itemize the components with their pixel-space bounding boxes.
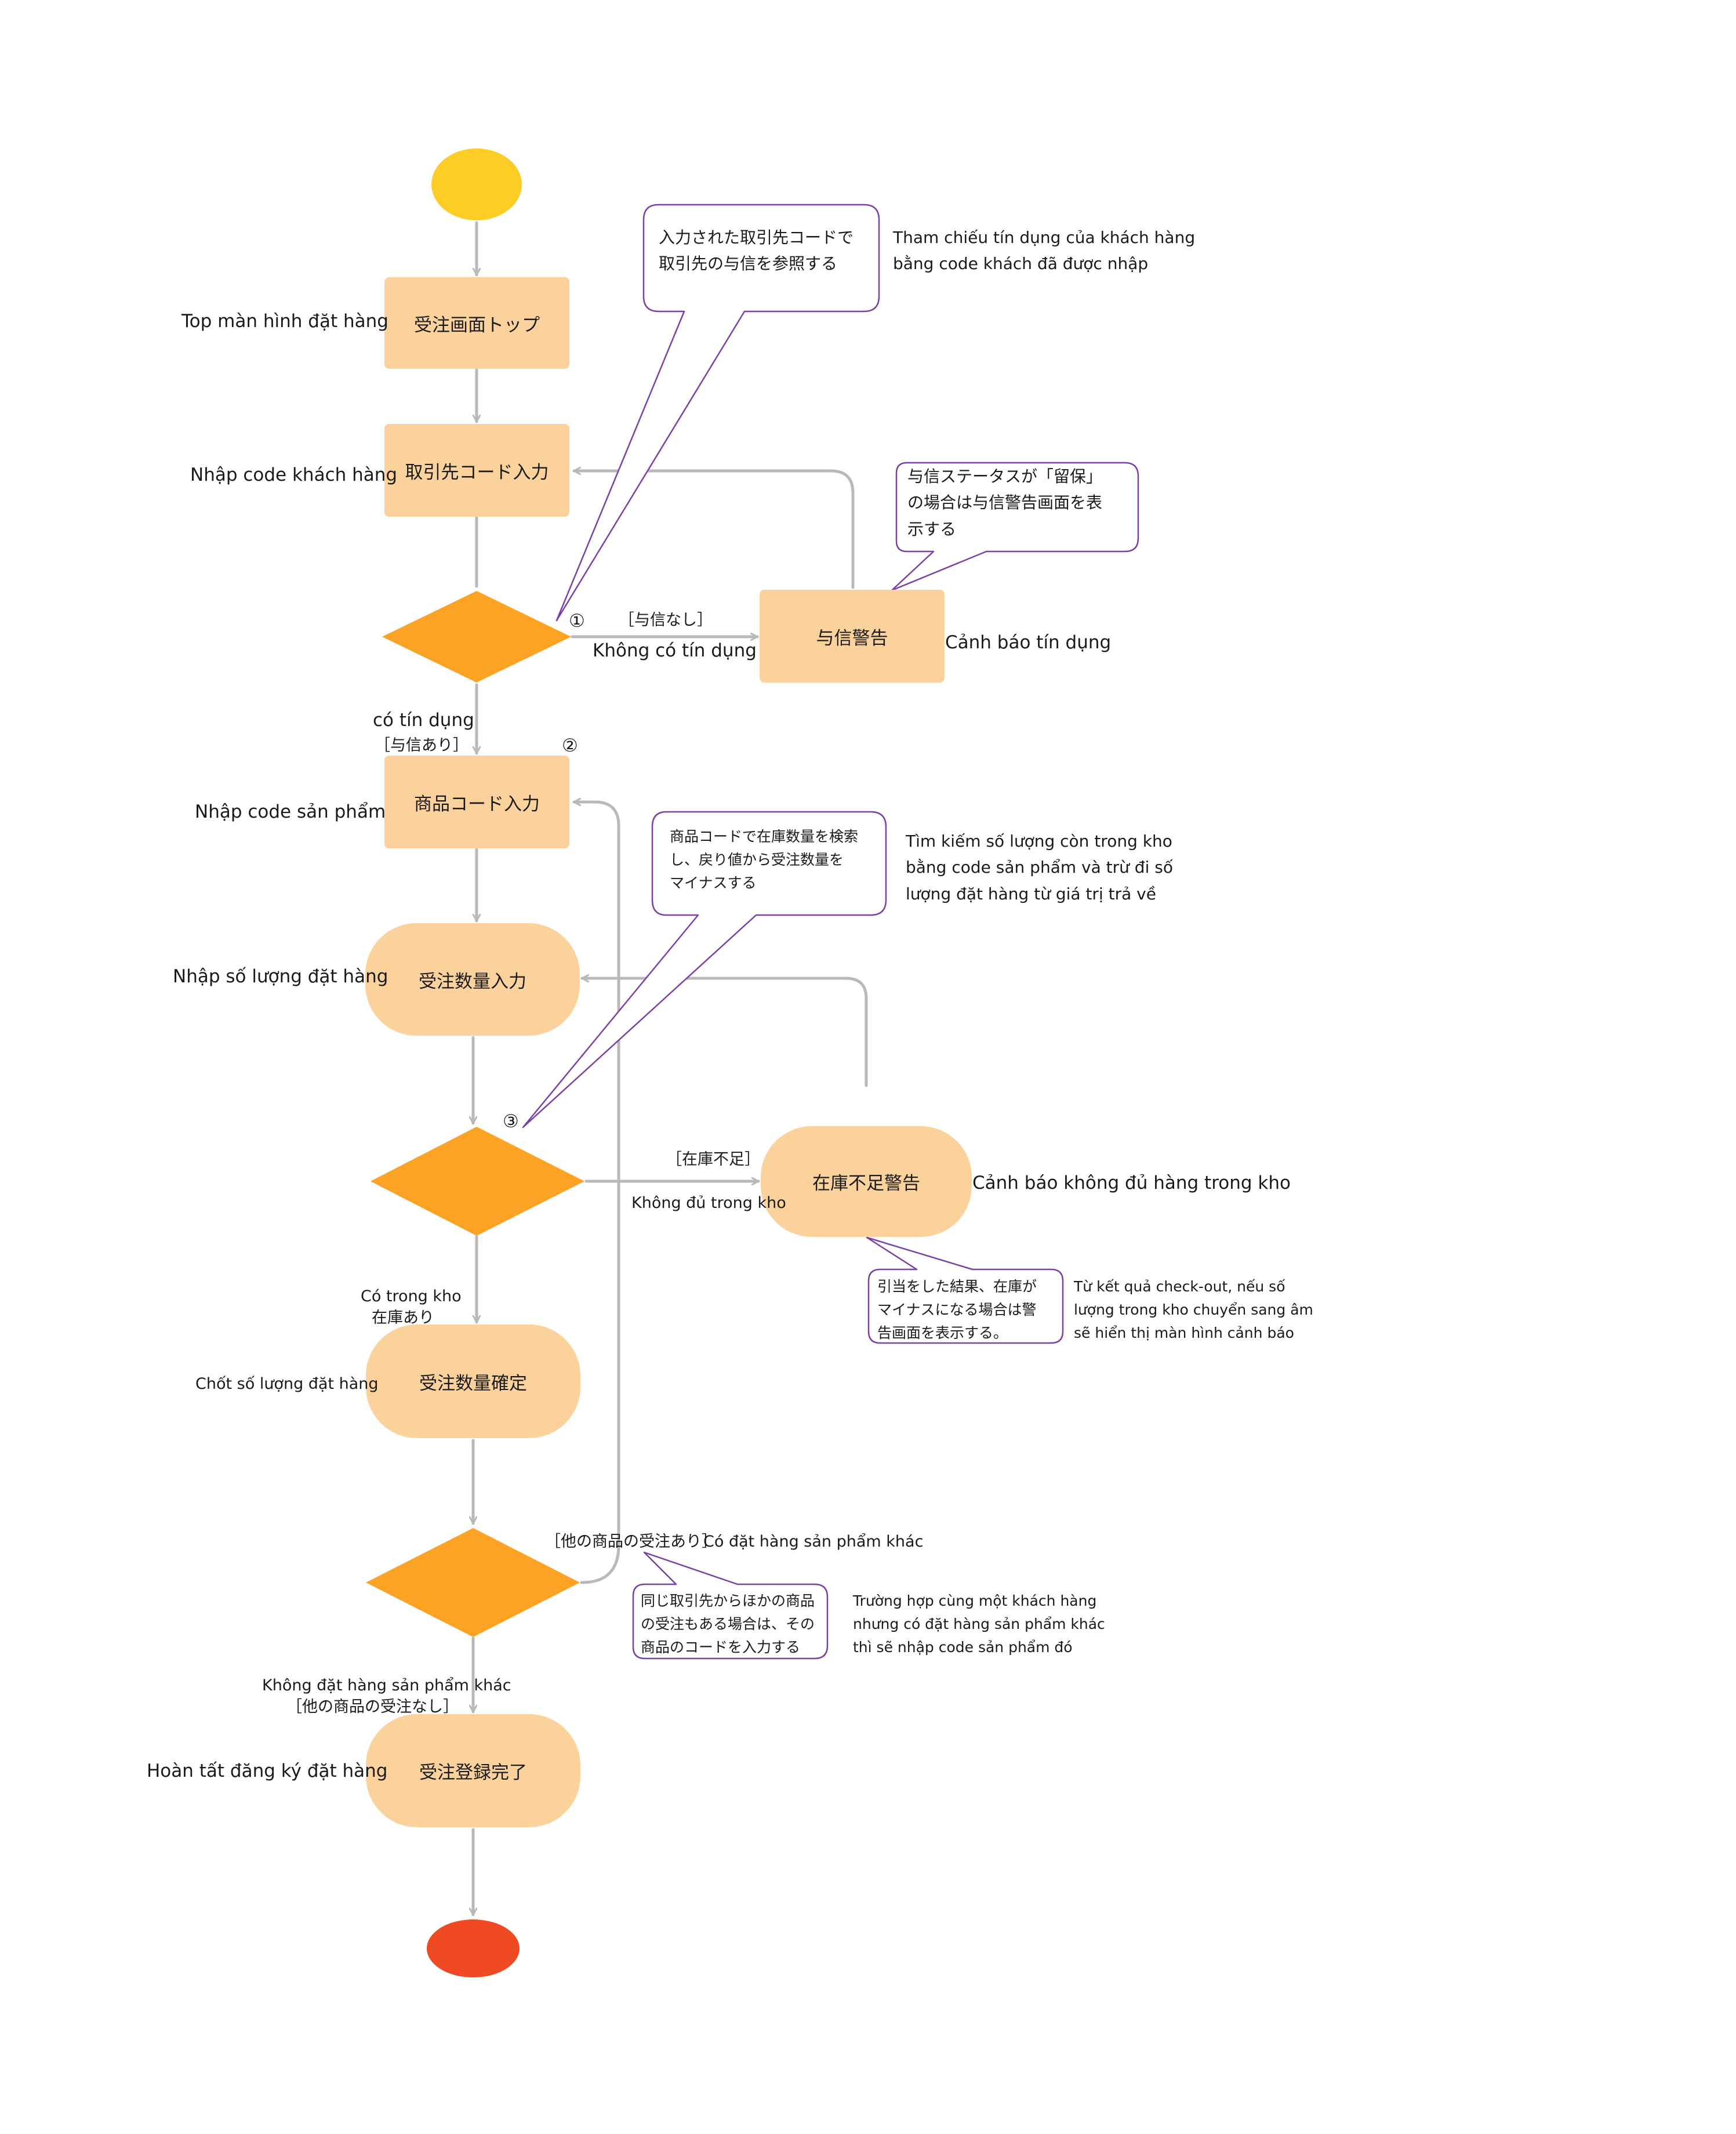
marker-two: ②: [562, 735, 578, 756]
edge-credit-warning-back: [572, 471, 855, 589]
stock-warning-label: Cảnh báo không đủ hàng trong kho: [972, 1173, 1291, 1193]
guard-out-of-stock-jp: ［在庫不足］: [666, 1151, 760, 1168]
callout-stock-search-bubble: [522, 811, 887, 1128]
guard-other-product-vi: Có đặt hàng sản phẩm khác: [703, 1533, 924, 1551]
order-top-node: 受注画面トップ: [384, 277, 569, 369]
guard-in-stock-jp: 在庫あり: [372, 1309, 434, 1327]
callout-allocation-jp: 引当をした結果、在庫が マイナスになる場合は警 告画面を表示する。: [877, 1278, 1037, 1341]
customer-code-input-label: Nhập code khách hàng: [190, 464, 398, 485]
callout-credit-ref-jp: 入力された取引先コードで 取引先の与信を参照する: [659, 228, 854, 274]
callout-credit-status-jp: 与信ステータスが「留保」 の場合は与信警告画面を表 示する: [907, 467, 1103, 539]
edge-other-product-loop: [572, 802, 620, 1584]
guard-no-credit-jp: ［与信なし］: [619, 611, 713, 629]
guard-other-product-jp: ［他の商品の受注あり］: [545, 1533, 717, 1551]
marker-one: ①: [569, 611, 585, 632]
credit-decision: [382, 591, 571, 683]
guard-in-stock-vi: Có trong kho: [361, 1287, 462, 1305]
other-product-decision: [366, 1528, 580, 1637]
callout-stock-search-jp: 商品コードで在庫数量を検索 し、戻り値から受注数量を マイナスする: [670, 828, 859, 891]
callout-credit-ref-vi: Tham chiếu tín dụng của khách hàng bằng …: [893, 228, 1196, 274]
guard-has-credit-vi: có tín dụng: [373, 710, 474, 731]
stock-decision: [371, 1127, 584, 1236]
guard-out-of-stock-vi: Không đủ trong kho: [631, 1194, 786, 1212]
guard-no-other-jp: ［他の商品の受注なし］: [286, 1698, 459, 1716]
guard-no-other-vi: Không đặt hàng sản phẩm khác: [262, 1676, 511, 1694]
start-node: [431, 148, 522, 220]
quantity-input-label: Nhập số lượng đặt hàng: [173, 966, 388, 987]
registration-complete-node: 受注登録完了: [366, 1714, 580, 1827]
order-top-label: Top màn hình đặt hàng: [181, 311, 388, 332]
marker-three: ③: [503, 1111, 519, 1132]
quantity-confirm-label: Chốt số lượng đặt hàng: [195, 1375, 379, 1393]
guard-has-credit-jp: ［与信あり］: [375, 736, 468, 754]
callout-allocation-bubble: [866, 1236, 1064, 1344]
end-node: [427, 1919, 520, 1977]
callout-stock-search-vi: Tìm kiếm số lượng còn trong kho bằng cod…: [906, 832, 1173, 903]
quantity-confirm-node: 受注数量確定: [366, 1324, 580, 1438]
customer-code-input-node: 取引先コード入力: [384, 424, 569, 517]
callout-allocation-vi: Từ kết quả check-out, nếu số lượng trong…: [1074, 1278, 1313, 1341]
credit-warning-node: 与信警告: [760, 590, 945, 683]
product-code-input-node: 商品コード入力: [384, 756, 569, 848]
edge-stock-warning-back: [580, 978, 868, 1087]
callout-same-customer-vi: Trường hợp cùng một khách hàng nhưng có …: [853, 1592, 1105, 1656]
callout-credit-status-bubble: [891, 462, 1139, 591]
callout-same-customer-bubble: [632, 1551, 829, 1660]
callout-same-customer-jp: 同じ取引先からほかの商品 の受注もある場合は、その 商品のコードを入力する: [641, 1592, 815, 1656]
product-code-input-label: Nhập code sản phẩm: [195, 801, 386, 822]
registration-complete-label: Hoàn tất đăng ký đặt hàng: [147, 1761, 388, 1781]
guard-no-credit-vi: Không có tín dụng: [593, 640, 757, 661]
quantity-input-node: 受注数量入力: [365, 923, 580, 1036]
stock-warning-node: 在庫不足警告: [761, 1126, 972, 1237]
callout-credit-ref-bubble: [555, 204, 880, 622]
credit-warning-label: Cảnh báo tín dụng: [945, 632, 1112, 653]
